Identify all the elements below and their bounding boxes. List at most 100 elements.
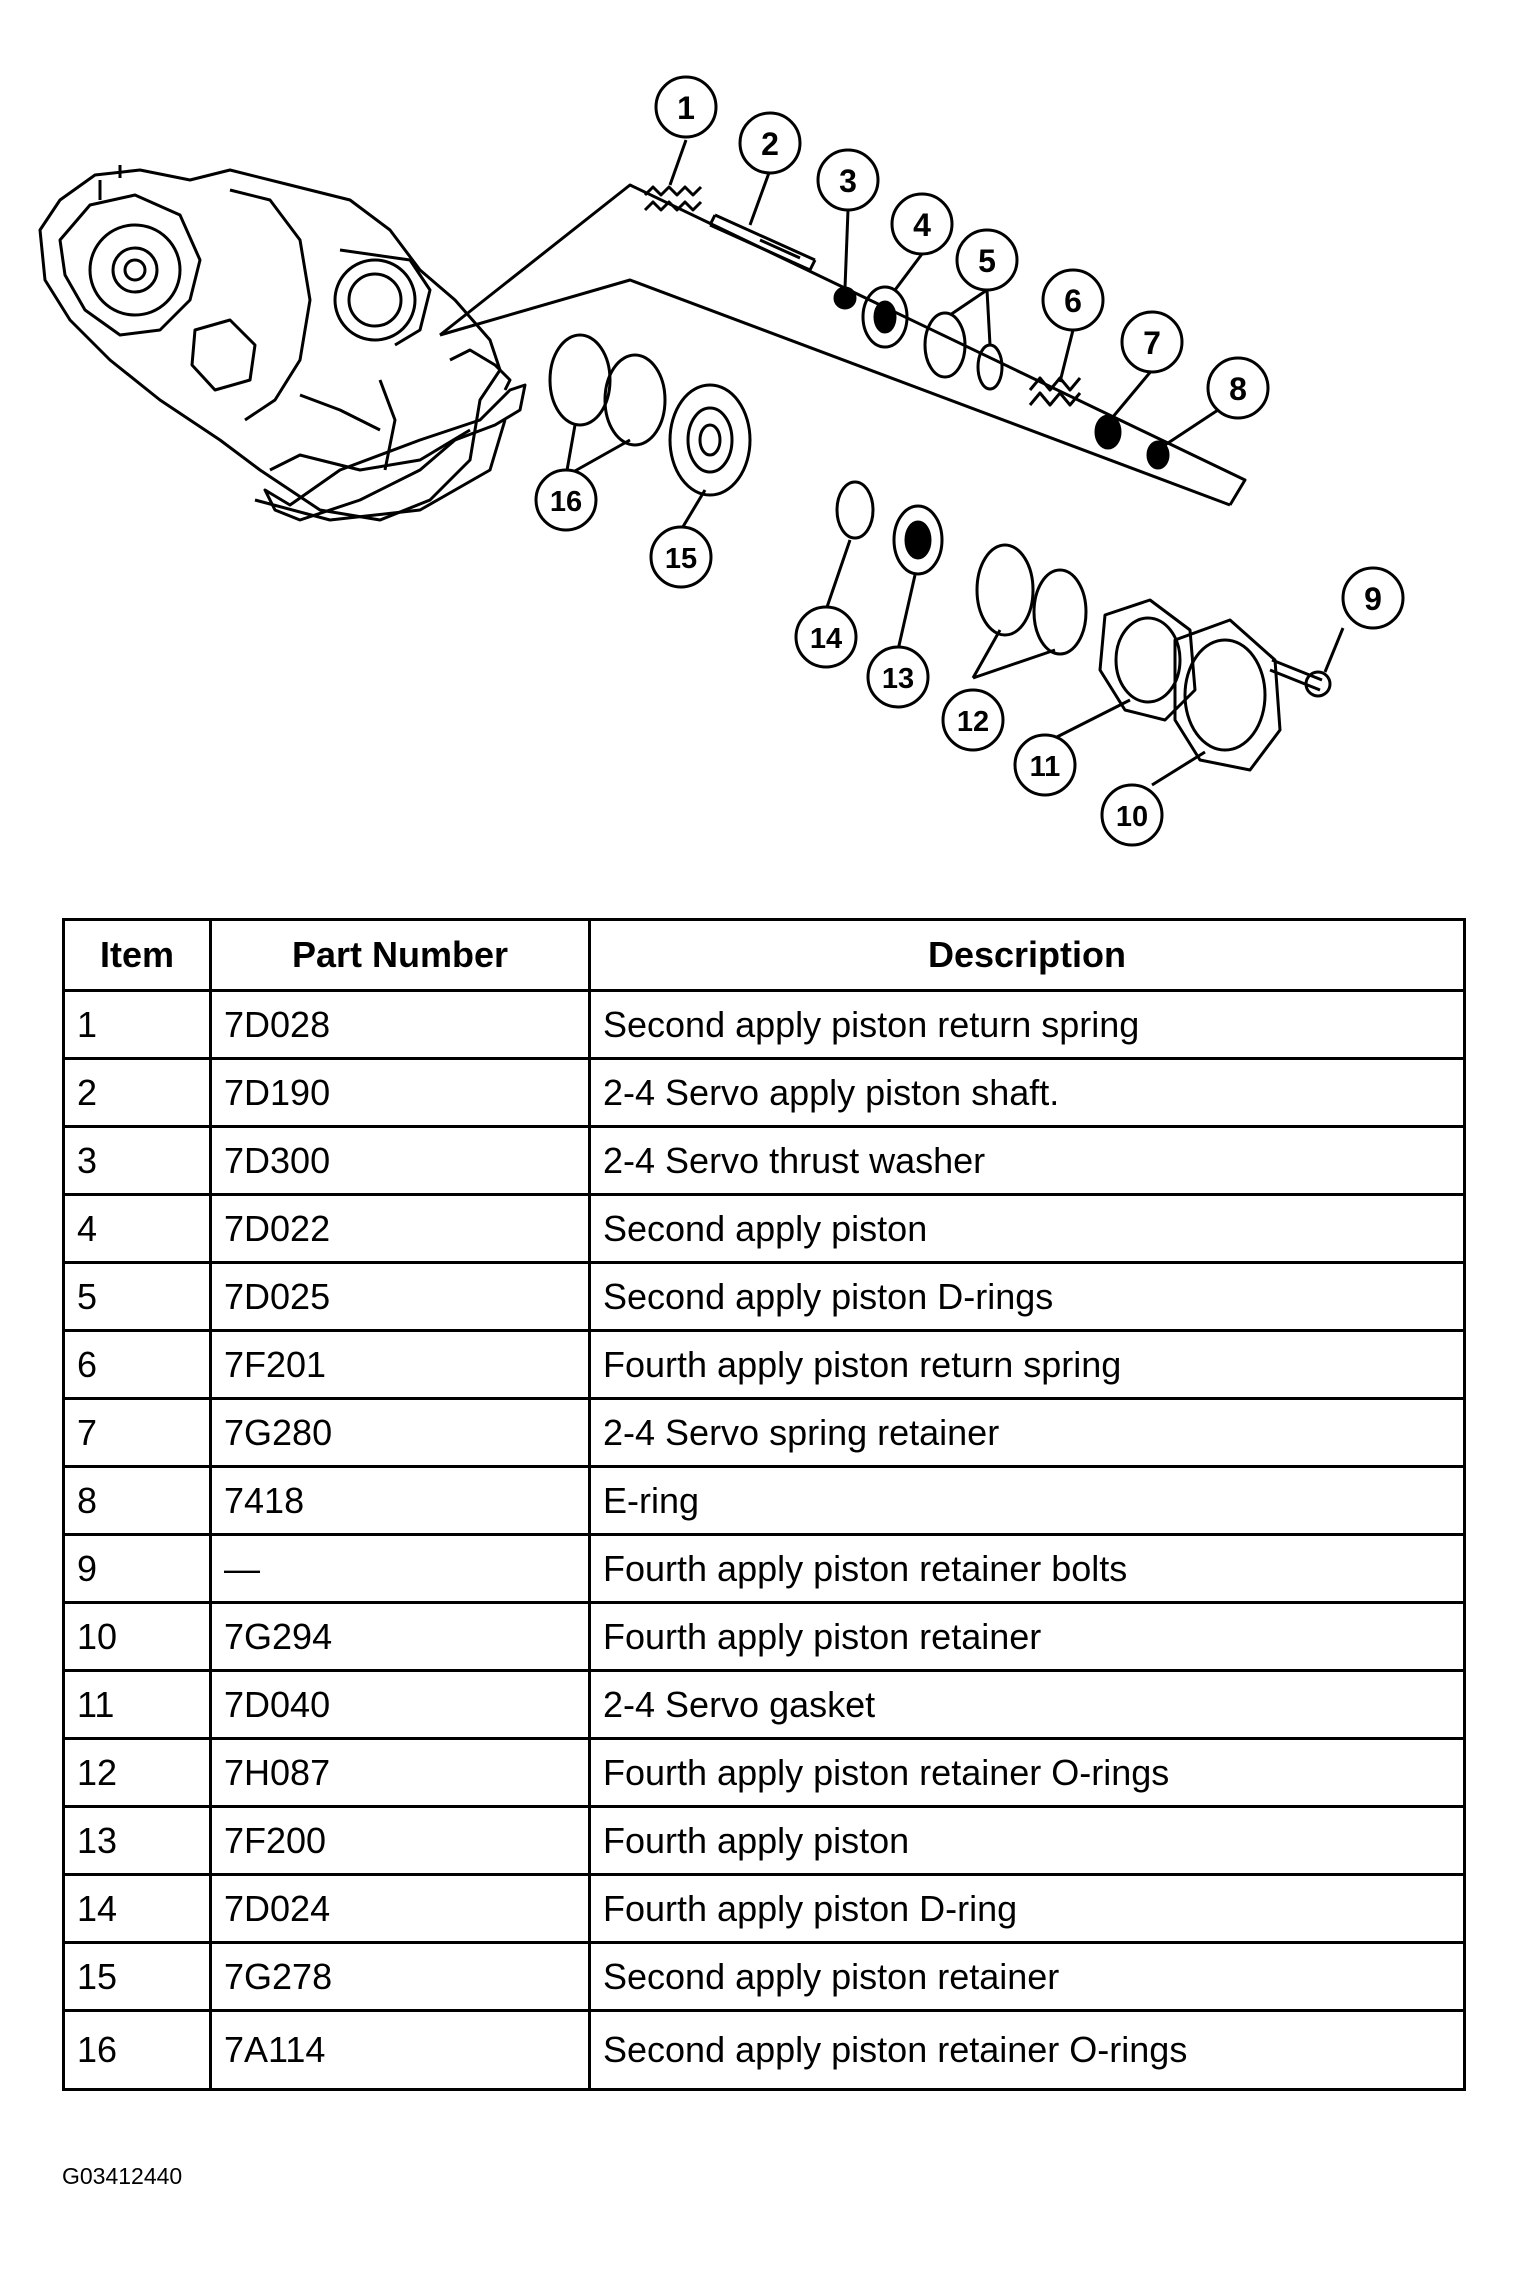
callout-13: 13 (866, 645, 930, 709)
cell-description: Second apply piston (588, 1193, 1466, 1264)
cell-part-number: 7H087 (209, 1737, 591, 1808)
cell-item: 16 (62, 2009, 212, 2091)
table-row: 14 7D024 Fourth apply piston D-ring (62, 1873, 1466, 1944)
cell-description: 2-4 Servo spring retainer (588, 1397, 1466, 1468)
transmission-case-illustration (38, 165, 512, 522)
table-row: 3 7D300 2-4 Servo thrust washer (62, 1125, 1466, 1196)
cell-description: 2-4 Servo apply piston shaft. (588, 1057, 1466, 1128)
cell-description: E-ring (588, 1465, 1466, 1536)
callout-2: 2 (738, 111, 802, 175)
callout-3: 3 (816, 148, 880, 212)
part-14-d-ring (835, 480, 875, 540)
cell-description: Fourth apply piston retainer (588, 1601, 1466, 1672)
callout-7: 7 (1120, 310, 1184, 374)
cell-description: Second apply piston retainer (588, 1941, 1466, 2012)
cell-item: 4 (62, 1193, 212, 1264)
cell-item: 11 (62, 1669, 212, 1740)
callout-12: 12 (941, 688, 1005, 752)
svg-text:2: 2 (761, 126, 779, 162)
cell-item: 3 (62, 1125, 212, 1196)
callout-14: 14 (794, 605, 858, 669)
part-3-washer (833, 286, 857, 310)
cell-part-number: 7D040 (209, 1669, 591, 1740)
cell-part-number: 7D022 (209, 1193, 591, 1264)
cell-description: 2-4 Servo gasket (588, 1669, 1466, 1740)
svg-text:12: 12 (957, 706, 989, 738)
part-9-bolt (1269, 658, 1332, 698)
cell-part-number: 7D028 (209, 989, 591, 1060)
part-1-spring (643, 185, 703, 212)
svg-text:13: 13 (882, 663, 914, 695)
cell-part-number: 7D300 (209, 1125, 591, 1196)
callout-16: 16 (534, 468, 598, 532)
table-row: 9 — Fourth apply piston retainer bolts (62, 1533, 1466, 1604)
callout-leader-lines (564, 139, 1345, 787)
callout-4: 4 (890, 192, 954, 256)
callout-11: 11 (1013, 733, 1077, 797)
cell-description: Second apply piston D-rings (588, 1261, 1466, 1332)
cell-item: 8 (62, 1465, 212, 1536)
cell-description: Second apply piston retainer O-rings (588, 2009, 1466, 2091)
cell-item: 15 (62, 1941, 212, 2012)
figure-id: G03412440 (62, 2163, 183, 2189)
callout-9: 9 (1341, 566, 1405, 630)
svg-text:8: 8 (1229, 371, 1247, 407)
cell-part-number: 7D025 (209, 1261, 591, 1332)
table-row: 13 7F200 Fourth apply piston (62, 1805, 1466, 1876)
part-16-o-rings (548, 333, 667, 447)
table-row: 4 7D022 Second apply piston (62, 1193, 1466, 1264)
part-5-d-rings (923, 311, 1004, 391)
cell-item: 10 (62, 1601, 212, 1672)
table-row: 10 7G294 Fourth apply piston retainer (62, 1601, 1466, 1672)
part-15-retainer (668, 383, 752, 497)
cell-item: 13 (62, 1805, 212, 1876)
cell-description: Fourth apply piston (588, 1805, 1466, 1876)
part-4-piston (861, 285, 909, 349)
cell-part-number: — (209, 1533, 591, 1604)
cell-item: 1 (62, 989, 212, 1060)
svg-text:7: 7 (1143, 325, 1161, 361)
cell-part-number: 7F200 (209, 1805, 591, 1876)
svg-text:5: 5 (978, 243, 996, 279)
part-11-gasket (1098, 598, 1197, 722)
cell-part-number: 7G294 (209, 1601, 591, 1672)
table-row: 1 7D028 Second apply piston return sprin… (62, 989, 1466, 1060)
callouts: 1 2 3 4 5 6 7 8 (534, 75, 1405, 847)
table-row: 11 7D040 2-4 Servo gasket (62, 1669, 1466, 1740)
table-row: 6 7F201 Fourth apply piston return sprin… (62, 1329, 1466, 1400)
callout-8: 8 (1206, 356, 1270, 420)
part-2-shaft (708, 213, 817, 272)
cell-item: 14 (62, 1873, 212, 1944)
cell-part-number: 7D190 (209, 1057, 591, 1128)
table-row: 8 7418 E-ring (62, 1465, 1466, 1536)
header-description: Description (588, 918, 1466, 992)
svg-text:10: 10 (1116, 801, 1148, 833)
svg-text:14: 14 (810, 623, 842, 655)
svg-text:4: 4 (913, 207, 931, 243)
cell-part-number: 7418 (209, 1465, 591, 1536)
parts-table: Item Part Number Description 1 7D028 Sec… (62, 918, 1466, 2091)
callout-6: 6 (1041, 268, 1105, 332)
cell-item: 12 (62, 1737, 212, 1808)
table-row: 12 7H087 Fourth apply piston retainer O-… (62, 1737, 1466, 1808)
cell-item: 2 (62, 1057, 212, 1128)
cell-part-number: 7G278 (209, 1941, 591, 2012)
table-row: 7 7G280 2-4 Servo spring retainer (62, 1397, 1466, 1468)
part-13-piston (892, 504, 944, 576)
cell-part-number: 7D024 (209, 1873, 591, 1944)
svg-text:15: 15 (665, 543, 697, 575)
table-header-row: Item Part Number Description (62, 918, 1466, 992)
cell-item: 5 (62, 1261, 212, 1332)
header-item: Item (62, 918, 212, 992)
svg-text:11: 11 (1030, 751, 1061, 783)
exploded-view-diagram: 1 2 3 4 5 6 7 8 (38, 75, 1405, 847)
table-row: 5 7D025 Second apply piston D-rings (62, 1261, 1466, 1332)
part-10-retainer (1173, 618, 1282, 772)
callout-5: 5 (955, 228, 1019, 292)
callout-10: 10 (1100, 783, 1164, 847)
part-12-o-rings (975, 543, 1088, 656)
cell-description: Fourth apply piston D-ring (588, 1873, 1466, 1944)
table-row: 16 7A114 Second apply piston retainer O-… (62, 2009, 1466, 2091)
oil-pan-illustration (263, 383, 527, 522)
cell-item: 6 (62, 1329, 212, 1400)
